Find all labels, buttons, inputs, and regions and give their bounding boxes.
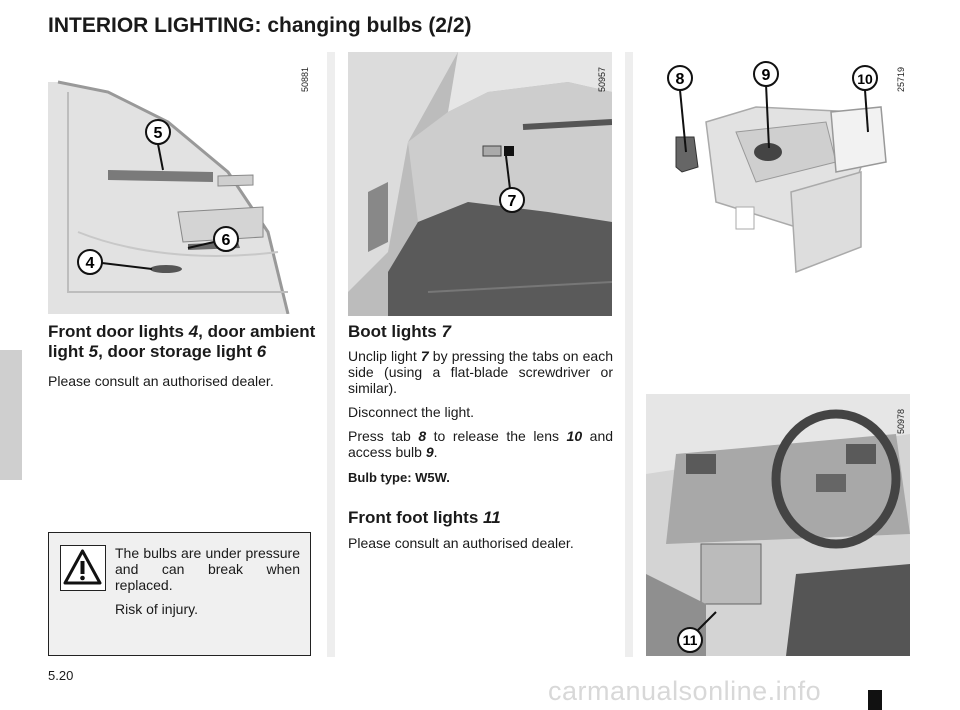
page-number: 5.20 bbox=[48, 668, 74, 683]
figure-ref-boot: 50957 bbox=[597, 66, 607, 92]
warning-risk: Risk of injury. bbox=[115, 601, 198, 617]
boot-heading: Boot lights 7 bbox=[348, 322, 451, 341]
callout-9-label: 9 bbox=[762, 67, 771, 84]
callout-6-label: 6 bbox=[222, 232, 231, 249]
callout-5-label: 5 bbox=[154, 125, 163, 142]
callout-8-label: 8 bbox=[676, 71, 685, 88]
column-divider-2 bbox=[625, 52, 633, 657]
door-figure: 5 6 4 bbox=[48, 52, 312, 314]
figure-ref-door: 50881 bbox=[300, 66, 310, 92]
boot-step-3: Press tab 8 to release the lens 10 and a… bbox=[348, 428, 614, 460]
foot-heading: Front foot lights 11 bbox=[348, 508, 501, 527]
boot-step-2: Disconnect the light. bbox=[348, 404, 475, 420]
callout-11-label: 11 bbox=[683, 632, 698, 648]
callout-11: 11 bbox=[677, 611, 717, 653]
callout-8: 8 bbox=[667, 65, 693, 153]
figure-ref-lamp: 25719 bbox=[896, 66, 906, 92]
section-tab bbox=[0, 350, 22, 480]
foot-body: Please consult an authorised dealer. bbox=[348, 535, 574, 551]
corner-mark bbox=[868, 690, 882, 710]
callout-4: 4 bbox=[77, 249, 153, 275]
callout-6: 6 bbox=[187, 226, 239, 252]
bulb-type: Bulb type: W5W. bbox=[348, 470, 450, 485]
warning-text: The bulbs are under pressure and can bre… bbox=[115, 545, 300, 593]
callout-9: 9 bbox=[753, 61, 779, 149]
column-divider-1 bbox=[327, 52, 335, 657]
boot-step-1: Unclip light 7 by pressing the tabs on e… bbox=[348, 348, 613, 396]
warning-triangle-icon bbox=[60, 545, 106, 591]
figure-ref-footwell: 50978 bbox=[896, 408, 906, 434]
front-door-heading: Front door lights 4, door ambient light … bbox=[48, 322, 316, 361]
warning-box: The bulbs are under pressure and can bre… bbox=[48, 532, 311, 656]
page-title: INTERIOR LIGHTING: changing bulbs (2/2) bbox=[48, 14, 472, 37]
callout-4-label: 4 bbox=[86, 255, 95, 272]
callout-7-label: 7 bbox=[508, 193, 517, 210]
footwell-figure: 11 bbox=[646, 394, 910, 656]
callout-7: 7 bbox=[499, 155, 525, 213]
callout-10: 10 bbox=[852, 65, 878, 133]
lamp-figure: 8 9 10 bbox=[646, 52, 910, 314]
watermark: carmanualsonline.info bbox=[548, 676, 822, 706]
boot-section: Boot lights 7 Unclip light 7 by pressing… bbox=[348, 322, 613, 551]
front-door-body: Please consult an authorised dealer. bbox=[48, 373, 274, 389]
boot-figure: 7 bbox=[348, 52, 612, 316]
front-door-section: Front door lights 4, door ambient light … bbox=[48, 322, 318, 389]
callout-10-label: 10 bbox=[857, 71, 873, 87]
callout-5: 5 bbox=[145, 119, 171, 171]
